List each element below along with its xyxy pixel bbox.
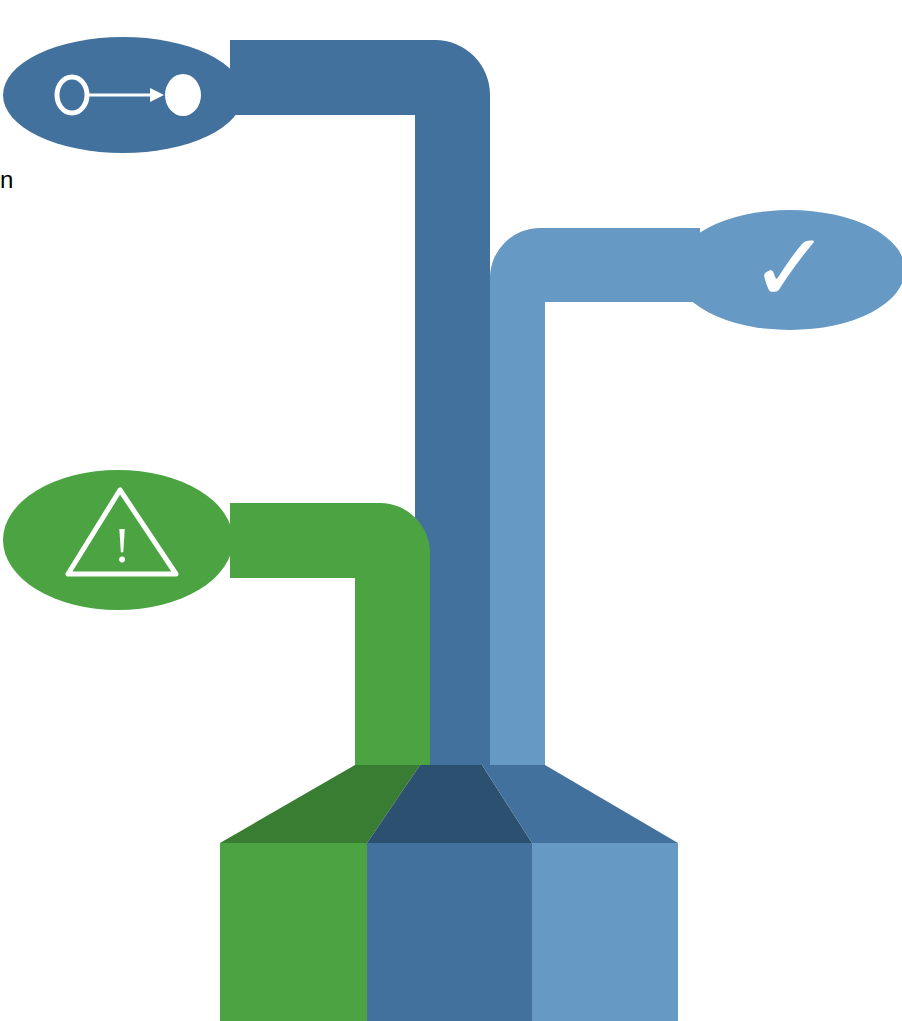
warning-triangle <box>68 490 176 574</box>
check-oval <box>675 210 902 330</box>
green-pipe <box>230 503 430 765</box>
light-pipe <box>490 228 700 765</box>
base-green <box>220 843 367 1021</box>
dark-pipe <box>230 40 490 765</box>
warning-oval <box>3 470 233 610</box>
check-symbol: ✓ <box>750 220 830 316</box>
base-dark <box>367 843 532 1021</box>
exclamation-mark: ! <box>114 520 131 570</box>
cut-off-text: n <box>0 168 13 192</box>
base-top-light <box>482 765 678 843</box>
transition-icon <box>57 74 201 116</box>
start-oval <box>3 37 243 153</box>
base-light <box>532 843 678 1021</box>
